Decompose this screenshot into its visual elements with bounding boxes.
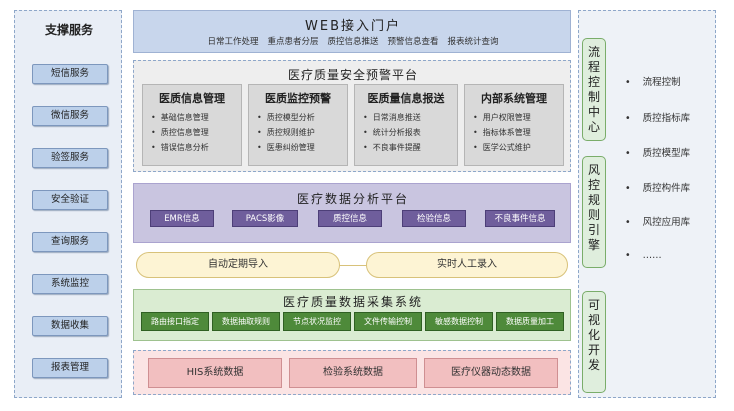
warning-box-item: 指标体系管理 xyxy=(473,125,563,140)
analysis-item-pacs[interactable]: PACS影像 xyxy=(232,210,298,227)
visual-development[interactable]: 可视化开发 xyxy=(582,291,606,393)
warning-box-list: 用户权限管理 指标体系管理 医学公式维护 xyxy=(465,110,563,155)
warning-box-item: 质控规则维护 xyxy=(257,125,347,140)
analysis-platform-title: 医疗数据分析平台 xyxy=(296,192,409,206)
warning-box-item: 医患纠纷管理 xyxy=(257,140,347,155)
analysis-platform: 医疗数据分析平台 EMR信息 PACS影像 质控信息 检验信息 不良事件信息 xyxy=(133,183,571,243)
support-item-monitor[interactable]: 系统监控 xyxy=(32,274,108,294)
right-item: 质控模型库 xyxy=(625,145,691,159)
warning-box-item: 医学公式维护 xyxy=(473,140,563,155)
support-services-panel: 支撑服务 短信服务 微信服务 验签服务 安全验证 查询服务 系统监控 数据收集 … xyxy=(14,10,122,398)
warning-box-item: 质控模型分析 xyxy=(257,110,347,125)
collection-item-transfer[interactable]: 文件传输控制 xyxy=(354,312,422,331)
web-item[interactable]: 日常工作处理 xyxy=(207,37,259,47)
warning-box-title: 医质信息管理 xyxy=(159,92,225,105)
web-portal-title: WEB接入门户 xyxy=(305,19,401,34)
warning-box-item: 基础信息管理 xyxy=(151,110,241,125)
warning-platform-title: 医疗质量安全预警平台 xyxy=(287,68,418,82)
collection-system: 医疗质量数据采集系统 路由接口指定 数据抽取规则 节点状况监控 文件传输控制 敏… xyxy=(133,289,571,341)
warning-box-list: 日常消息推送 统计分析报表 不良事件提醒 xyxy=(355,110,457,155)
warning-box-title: 医质量信息报送 xyxy=(367,92,445,105)
warning-box-report: 医质量信息报送 日常消息推送 统计分析报表 不良事件提醒 xyxy=(354,84,458,166)
source-lab[interactable]: 检验系统数据 xyxy=(289,358,417,388)
import-connector xyxy=(143,265,561,266)
source-his[interactable]: HIS系统数据 xyxy=(148,358,282,388)
warning-box-title: 医质监控预警 xyxy=(265,92,331,105)
right-item: 流程控制 xyxy=(625,74,681,88)
web-item[interactable]: 报表统计查询 xyxy=(447,37,499,47)
manual-import-pill[interactable]: 实时人工录入 xyxy=(366,252,568,278)
right-item: 风控应用库 xyxy=(625,214,691,228)
flow-control-center[interactable]: 流程控制中心 xyxy=(582,38,606,141)
risk-rule-engine[interactable]: 风控规则引擎 xyxy=(582,156,606,268)
warning-box-monitor: 医质监控预警 质控模型分析 质控规则维护 医患纠纷管理 xyxy=(248,84,348,166)
warning-box-list: 基础信息管理 质控信息管理 错误信息分析 xyxy=(143,110,241,155)
warning-box-item: 用户权限管理 xyxy=(473,110,563,125)
support-services-title: 支撑服务 xyxy=(44,23,93,37)
support-item-signature[interactable]: 验签服务 xyxy=(32,148,108,168)
warning-platform: 医疗质量安全预警平台 医质信息管理 基础信息管理 质控信息管理 错误信息分析 医… xyxy=(133,60,571,172)
warning-box-list: 质控模型分析 质控规则维护 医患纠纷管理 xyxy=(249,110,347,155)
warning-box-title: 内部系统管理 xyxy=(481,92,547,105)
warning-box-item: 不良事件提醒 xyxy=(363,140,457,155)
analysis-item-lab[interactable]: 检验信息 xyxy=(402,210,466,227)
right-item: 质控构件库 xyxy=(625,180,691,194)
warning-box-internal: 内部系统管理 用户权限管理 指标体系管理 医学公式维护 xyxy=(464,84,564,166)
web-portal-items: 日常工作处理 重点患者分层 质控信息推送 预警信息查看 报表统计查询 xyxy=(134,35,572,47)
source-device[interactable]: 医疗仪器动态数据 xyxy=(424,358,558,388)
web-item[interactable]: 预警信息查看 xyxy=(387,37,439,47)
warning-box-item: 质控信息管理 xyxy=(151,125,241,140)
warning-box-item: 统计分析报表 xyxy=(363,125,457,140)
support-item-sms[interactable]: 短信服务 xyxy=(32,64,108,84)
right-item: 质控指标库 xyxy=(625,110,691,124)
auto-import-pill[interactable]: 自动定期导入 xyxy=(136,252,340,278)
analysis-item-adverse[interactable]: 不良事件信息 xyxy=(485,210,555,227)
support-item-query[interactable]: 查询服务 xyxy=(32,232,108,252)
web-item[interactable]: 重点患者分层 xyxy=(267,37,319,47)
collection-item-node[interactable]: 节点状况监控 xyxy=(283,312,351,331)
collection-system-title: 医疗质量数据采集系统 xyxy=(282,295,423,309)
warning-box-item: 日常消息推送 xyxy=(363,110,457,125)
collection-item-sensitive[interactable]: 敏感数据控制 xyxy=(425,312,493,331)
right-item: …… xyxy=(625,250,662,261)
support-item-security[interactable]: 安全验证 xyxy=(32,190,108,210)
right-panel: 流程控制中心 风控规则引擎 可视化开发 流程控制 质控指标库 质控模型库 质控构… xyxy=(578,10,716,398)
collection-item-extract[interactable]: 数据抽取规则 xyxy=(212,312,280,331)
analysis-item-emr[interactable]: EMR信息 xyxy=(150,210,214,227)
collection-item-routing[interactable]: 路由接口指定 xyxy=(141,312,209,331)
source-data: HIS系统数据 检验系统数据 医疗仪器动态数据 xyxy=(133,350,571,395)
warning-box-info: 医质信息管理 基础信息管理 质控信息管理 错误信息分析 xyxy=(142,84,242,166)
support-item-report[interactable]: 报表管理 xyxy=(32,358,108,378)
web-item[interactable]: 质控信息推送 xyxy=(327,37,379,47)
collection-item-process[interactable]: 数据质量加工 xyxy=(496,312,564,331)
support-item-wechat[interactable]: 微信服务 xyxy=(32,106,108,126)
support-item-collect[interactable]: 数据收集 xyxy=(32,316,108,336)
analysis-item-quality[interactable]: 质控信息 xyxy=(318,210,382,227)
web-portal: WEB接入门户 日常工作处理 重点患者分层 质控信息推送 预警信息查看 报表统计… xyxy=(133,10,571,53)
warning-box-item: 错误信息分析 xyxy=(151,140,241,155)
